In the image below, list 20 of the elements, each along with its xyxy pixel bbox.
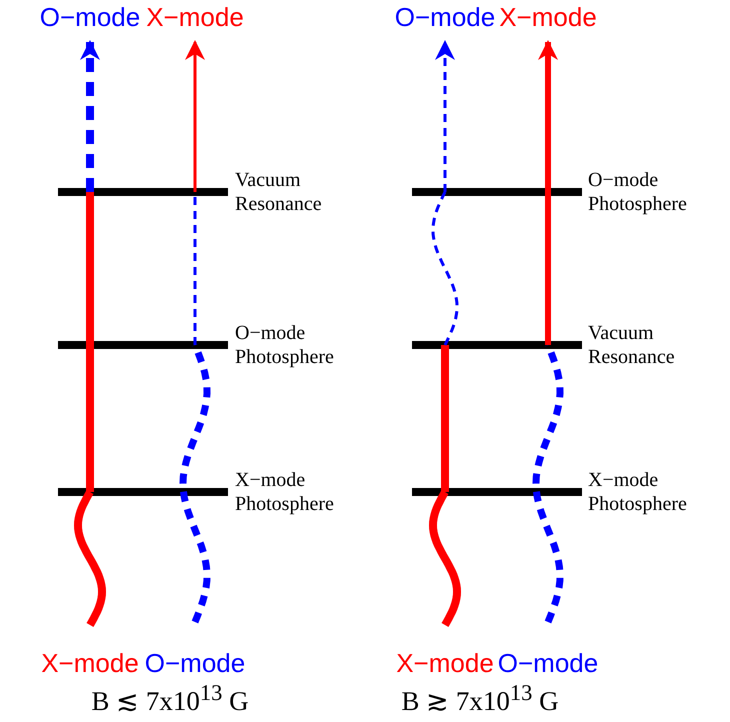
field-strength-caption: B ≳ 7x10$^{13}$ G xyxy=(401,680,559,717)
field-strength-caption: B ≲ 7x10$^{13}$ G xyxy=(91,680,249,717)
mode-label: O−mode xyxy=(40,2,140,32)
mode-path xyxy=(180,40,210,624)
layer-label: X−mode Photosphere xyxy=(588,468,688,516)
mode-label: O−mode xyxy=(498,648,598,678)
layer-label: Vacuum Resonance xyxy=(588,321,676,369)
mode-label: X−mode xyxy=(41,648,139,678)
mode-path xyxy=(429,40,461,627)
layer-label: Vacuum Resonance xyxy=(235,168,323,216)
layer-label: O−mode Photosphere xyxy=(235,321,335,369)
mode-path xyxy=(74,40,106,627)
layer-label: O−mode Photosphere xyxy=(588,168,688,216)
mode-label: X−mode xyxy=(499,2,597,32)
mode-path xyxy=(532,40,564,624)
mode-label: O−mode xyxy=(394,2,496,32)
layer-label: X−mode Photosphere xyxy=(235,468,335,516)
mode-label: X−mode xyxy=(396,648,494,678)
mode-label: O−mode xyxy=(144,648,246,678)
mode-label: X−mode xyxy=(146,2,244,32)
